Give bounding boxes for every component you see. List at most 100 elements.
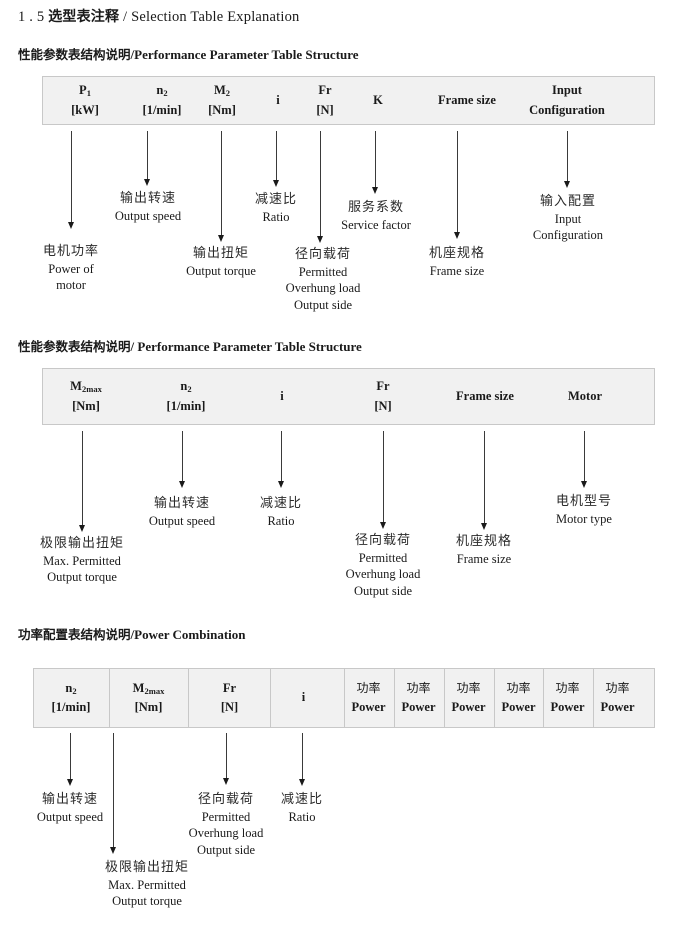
annotation-label-en: Configuration [532,228,604,243]
annotation-label-en: Ratio [288,809,316,824]
annotation-label-en: Output torque [47,570,117,585]
section-2-heading-sep: / [130,339,135,354]
arrow-shaft [484,431,485,523]
column-header-label: 功率 [356,680,381,695]
annotation-label-en: Overhung load [188,826,264,841]
arrow-shaft [383,431,384,522]
annotation-label-en: Output side [354,584,412,599]
annotation-label-cn: 径向载荷 [294,247,352,262]
arrow-head-icon [380,522,386,529]
column-header-3: M2[Nm] [177,77,267,124]
column-header-label: M2max [132,680,165,696]
column-header-unit: [1/min] [142,102,182,117]
callout-arrow [109,733,118,854]
callout-arrow [480,431,489,530]
column-header-6: K [333,77,423,124]
column-header-unit: Power [600,700,635,714]
arrow-shaft [82,431,83,525]
column-header-unit: Power [351,700,386,714]
arrow-head-icon [179,481,185,488]
annotation-label-en: Frame size [429,263,485,278]
callout-arrow [66,733,75,786]
column-header-unit: Power [550,700,585,714]
column-header-label: M2max [70,379,102,395]
annotation-label-en: Permitted [358,550,408,565]
annotation-label-cn: 减速比 [259,496,303,511]
column-header-label: 功率 [555,680,580,695]
annotation-label-en: Frame size [456,551,512,566]
annotation-label-en: Permitted [298,264,348,279]
column-header-label: 功率 [456,680,481,695]
callout-arrow [580,431,589,488]
annotation-label-cn: 极限输出扭矩 [39,536,125,551]
arrow-head-icon [317,236,323,243]
annotation-label-en: Ratio [267,513,295,528]
column-header-label: 功率 [605,680,630,695]
column-header-1: P1 [kW] [40,77,130,124]
callout-arrow [379,431,388,529]
column-header-2: n2[1/min] [117,77,207,124]
annotation-label-en: Output speed [148,513,216,528]
annotation-label-cn: 输出转速 [153,496,210,511]
page-title-cn: 选型表注释 [48,9,120,25]
arrow-head-icon [273,180,279,187]
column-header-unit: [N] [220,700,239,714]
column-header-label: Fr [376,379,390,394]
callout-arrow [563,131,572,188]
arrow-head-icon [68,222,74,229]
column-header-unit: [kW] [71,102,99,117]
callout-arrow [217,131,226,242]
callout-arrow [222,733,231,785]
arrow-head-icon [481,523,487,530]
title-separator: / [123,9,128,25]
callout-arrow [178,431,187,488]
column-header-7: Frame size [422,77,512,124]
arrow-shaft [567,131,568,181]
annotation-label-en: Ratio [262,209,290,224]
annotation-label-cn: 减速比 [280,792,324,807]
arrow-shaft [375,131,376,187]
arrow-shaft [182,431,183,481]
annotation-label-cn: 电机功率 [42,244,100,259]
column-header-unit: [Nm] [134,700,163,714]
section-1-heading-en: Performance Parameter Table Structure [134,47,359,62]
column-header-label: Fr [318,83,332,98]
annotation-label-en: Power of [48,261,94,276]
column-header-unit: Configuration [529,102,605,117]
column-header-4: i [270,669,336,727]
annotation-label-en: Output torque [186,263,256,278]
column-header-2: M2max [Nm] [108,669,188,727]
column-header-5: Fr[N] [280,77,370,124]
arrow-shaft [457,131,458,232]
column-header-6: Motor [540,369,630,424]
column-header-2: n2[1/min] [141,369,231,424]
annotation-label-cn: 机座规格 [428,246,486,261]
section-3-heading-cn: 功率配置表结构说明 [18,627,131,642]
column-header-unit: Power [451,700,486,714]
annotation-label-cn: 服务系数 [347,200,405,215]
annotation-note: 输出转速 Output speed [149,495,215,529]
column-header-unit: [1/min] [51,700,91,714]
column-header-label: 功率 [406,680,431,695]
annotation-label-cn: 输出转速 [119,191,176,206]
callout-arrow [316,131,325,243]
page-title-en: Selection Table Explanation [131,9,300,25]
arrow-shaft [276,131,277,180]
annotation-label-cn: 电机型号 [555,494,613,509]
column-header-unit: Power [501,700,536,714]
annotation-label-en: Permitted [201,809,251,824]
callout-arrow [67,131,76,229]
column-header-unit: [Nm] [72,398,100,413]
column-header-label: n2 [180,379,192,395]
arrow-shaft [320,131,321,236]
column-header-label: P1 [79,83,91,99]
